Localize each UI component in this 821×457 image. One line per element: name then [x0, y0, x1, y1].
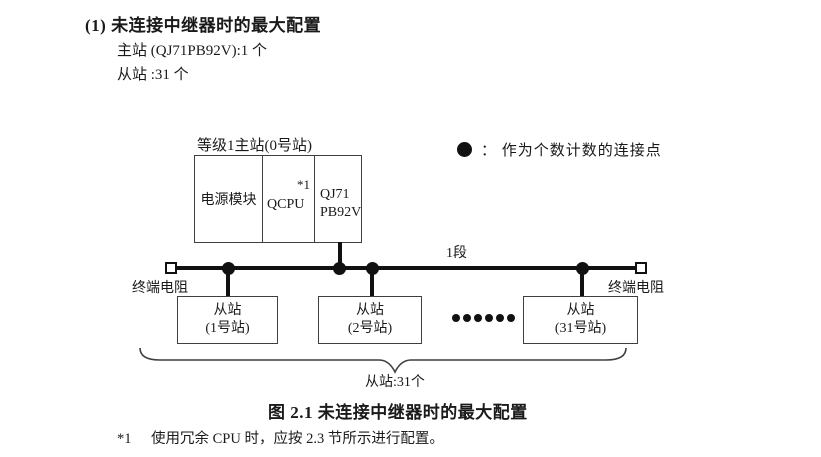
ellipsis-dot-icon	[496, 314, 504, 322]
slave1-drop-line	[226, 270, 230, 296]
cpu-module-label: QCPU	[267, 197, 305, 212]
slave-station-number: (31号站)	[554, 321, 607, 336]
figure-caption: 图 2.1 未连接中继器时的最大配置	[268, 403, 528, 422]
footnote-marker: *1	[117, 431, 132, 447]
network-module-line1: QJ71	[320, 187, 350, 202]
master-drop-line	[338, 242, 342, 266]
left-terminator-icon	[165, 262, 177, 274]
master-station-label: 等级1主站(0号站)	[197, 138, 312, 154]
ellipsis-dot-icon	[474, 314, 482, 322]
slave31-drop-line	[580, 270, 584, 296]
slave-total-label: 从站:31个	[365, 375, 425, 390]
slave-name: 从站	[566, 303, 595, 318]
ellipsis-dot-icon	[452, 314, 460, 322]
legend-label: ： 作为个数计数的连接点	[481, 143, 662, 159]
ellipsis-dot-icon	[507, 314, 515, 322]
segment-label: 1段	[446, 246, 467, 261]
slave-station-box-1: 从站 (1号站)	[177, 296, 278, 344]
ellipsis-dots	[452, 314, 515, 322]
cpu-module-cell: *1 QCPU	[263, 156, 315, 242]
bus-line	[171, 266, 641, 270]
connection-point-icon	[333, 262, 346, 275]
section-heading: (1) 未连接中继器时的最大配置	[85, 16, 322, 35]
right-terminator-label: 终端电阻	[608, 281, 664, 296]
connection-point-icon	[222, 262, 235, 275]
ellipsis-dot-icon	[463, 314, 471, 322]
slave-station-box-2: 从站 (2号站)	[318, 296, 422, 344]
slave-station-box-31: 从站 (31号站)	[523, 296, 638, 344]
power-module-cell: 电源模块	[195, 156, 263, 242]
slave2-drop-line	[370, 270, 374, 296]
footnote: *1 使用冗余 CPU 时，应按 2.3 节所示进行配置。	[117, 427, 444, 448]
slave-station-number: (2号站)	[347, 321, 393, 336]
connection-point-icon	[457, 142, 472, 157]
footnote-text: 使用冗余 CPU 时，应按 2.3 节所示进行配置。	[151, 431, 444, 447]
master-count-line: 主站 (QJ71PB92V):1 个	[117, 43, 268, 59]
connection-point-icon	[576, 262, 589, 275]
slave-count-line: 从站 :31 个	[117, 67, 189, 83]
right-terminator-icon	[635, 262, 647, 274]
slave-range-brace	[139, 347, 627, 374]
network-module-cell: QJ71 PB92V	[315, 156, 361, 242]
slave-name: 从站	[356, 303, 384, 318]
network-module-line2: PB92V	[320, 205, 362, 220]
legend: ： 作为个数计数的连接点	[457, 139, 662, 160]
ellipsis-dot-icon	[485, 314, 493, 322]
slave-station-number: (1号站)	[205, 321, 250, 336]
network-module-label: QJ71 PB92V	[320, 186, 361, 222]
left-terminator-label: 终端电阻	[132, 281, 188, 296]
connection-point-icon	[366, 262, 379, 275]
cpu-footnote-ref: *1	[297, 177, 310, 192]
master-station-box: 电源模块 *1 QCPU QJ71 PB92V	[194, 155, 362, 243]
slave-name: 从站	[213, 303, 242, 318]
